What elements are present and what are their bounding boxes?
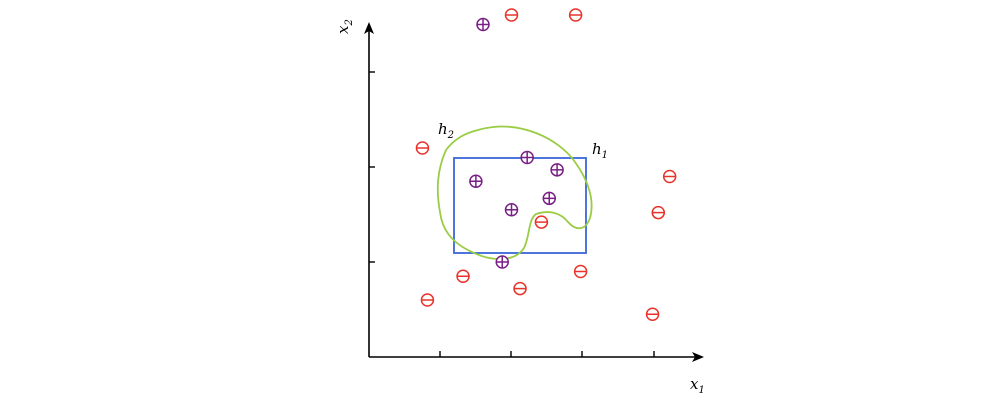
x-axis-label: x1 [690,375,705,396]
negative-sample [513,281,527,296]
positive-sample [495,255,509,269]
positive-sample [520,150,534,165]
negative-sample [662,169,677,184]
x-axis-ticks [439,351,655,357]
negative-sample [456,269,470,283]
negative-sample [651,205,666,220]
data-points [415,8,677,321]
negative-sample [415,141,430,155]
negative-sample [504,8,519,22]
positive-sample [476,17,490,32]
positive-sample [550,163,564,177]
hypothesis-h2-curve [436,125,593,260]
hypothesis-h1-rectangle [453,157,587,254]
positive-sample [469,174,483,188]
negative-sample [645,307,660,321]
negative-sample [573,264,588,279]
y-axis-label: x2 [334,19,355,34]
y-axis-ticks [369,71,375,263]
negative-sample [420,293,435,307]
hypothesis-h2-label: h2 [438,120,454,141]
positive-sample [542,191,557,206]
negative-sample [534,215,549,229]
hypothesis-h1-label: h1 [592,140,608,161]
positive-sample [504,203,519,217]
negative-sample [568,8,583,22]
